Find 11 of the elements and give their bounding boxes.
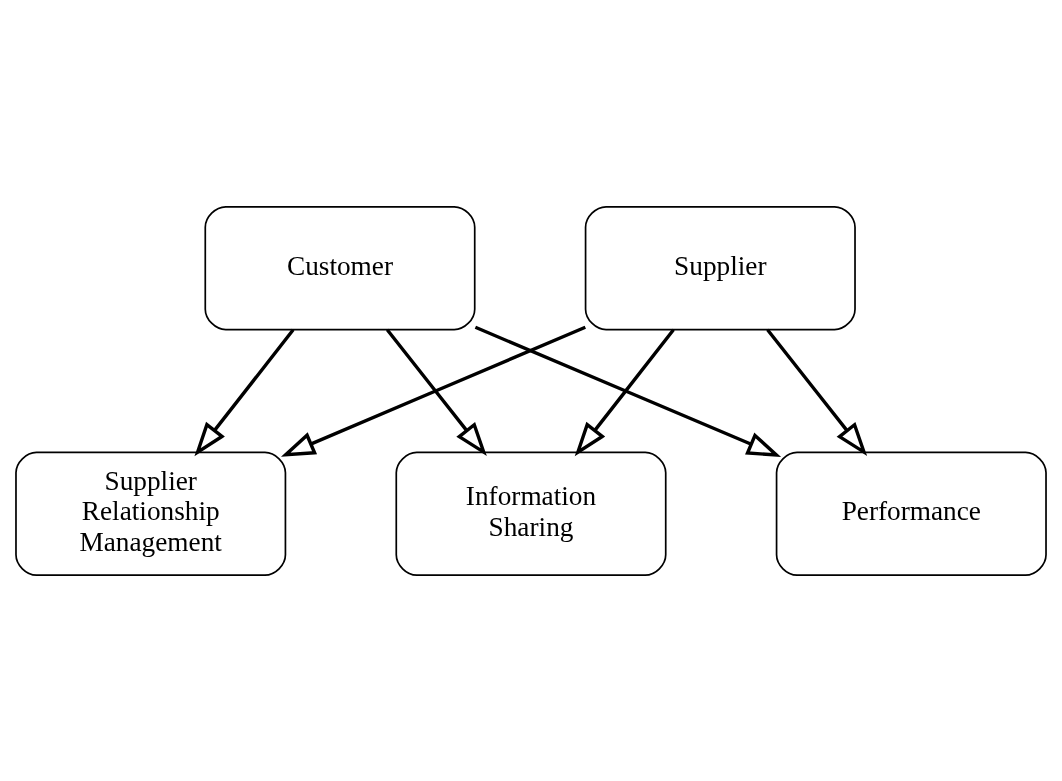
arrow [574,328,675,456]
arrow [194,328,295,456]
arrow [280,325,586,457]
node-box: Customer [204,205,476,330]
arrow [766,328,868,456]
arrow [385,328,487,456]
arrow [474,325,782,457]
node-box: Supplier Relationship Management [15,451,287,576]
node-box: Information Sharing [395,451,667,576]
node-box: Performance [775,451,1047,576]
node-box: Supplier [584,205,856,330]
